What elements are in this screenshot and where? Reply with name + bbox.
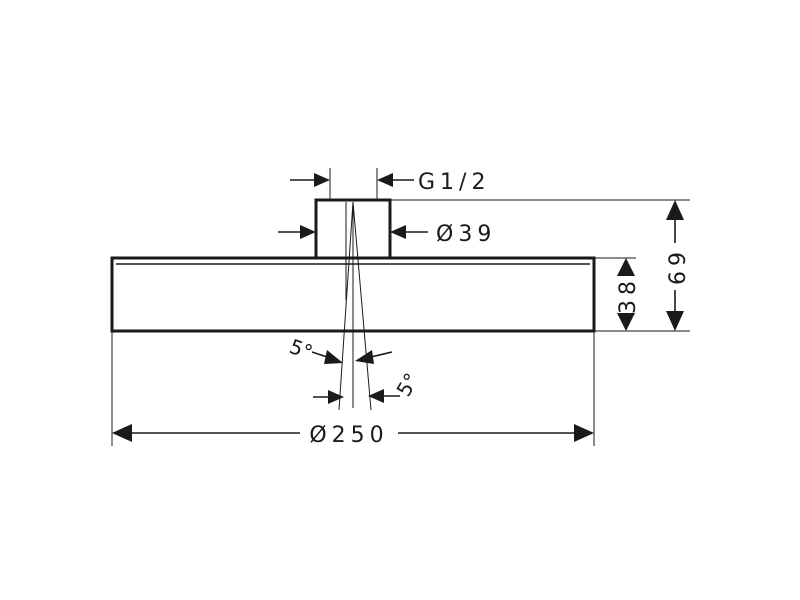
tilt-left-dimension: 5° xyxy=(286,334,344,404)
head-diameter-label: Ø250 xyxy=(309,423,388,448)
body-height-dimension: 38 xyxy=(594,257,641,331)
thread-label: G1/2 xyxy=(418,170,490,195)
total-height-dimension: 69 xyxy=(390,199,691,332)
body-height-label: 38 xyxy=(616,276,641,314)
connector-diameter-label: Ø39 xyxy=(436,222,496,247)
tilt-left-label: 5° xyxy=(286,334,316,364)
tilt-right-dimension: 5° xyxy=(355,350,424,403)
connector-diameter-dimension: Ø39 xyxy=(278,222,496,247)
thread-dimension: G1/2 xyxy=(290,170,490,195)
tilt-lines xyxy=(338,201,372,411)
head-diameter-dimension: Ø250 xyxy=(111,331,595,448)
total-height-label: 69 xyxy=(666,247,691,285)
